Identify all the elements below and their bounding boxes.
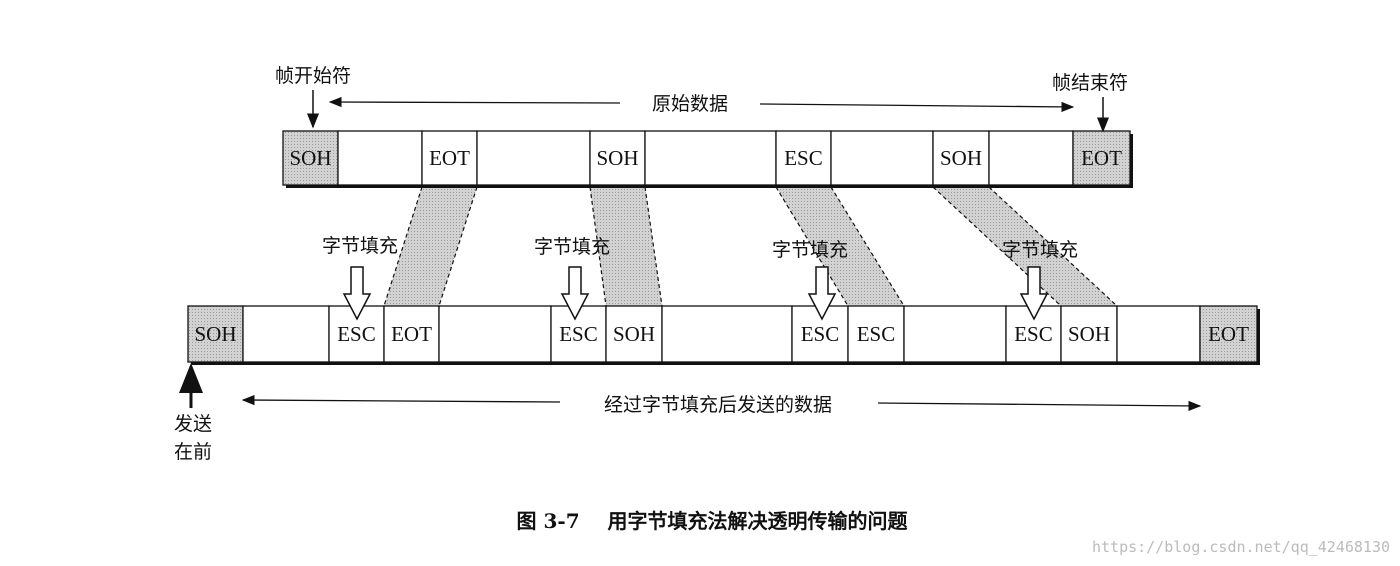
stuffed-data-arrow-left <box>241 394 561 406</box>
byte-stuffing-label: 字节填充 <box>534 236 610 258</box>
stuffed-cell-label: SOH <box>1068 322 1110 346</box>
send-first-label-1: 发送 <box>174 413 212 435</box>
original-cell <box>282 130 339 186</box>
original-data-arrow-left <box>328 96 621 108</box>
stuffed-cell <box>661 305 793 363</box>
frame-end-label: 帧结束符 <box>1052 72 1128 94</box>
original-data-arrow-right <box>759 101 1075 113</box>
stuffed-cell-label: ESC <box>857 322 896 346</box>
figure-caption: 图 3-7 用字节填充法解决透明传输的问题 <box>517 509 909 533</box>
stuffed-cell-label: ESC <box>1014 322 1053 346</box>
stuffed-cell-label: SOH <box>613 322 655 346</box>
original-cell <box>830 130 934 186</box>
stuffed-cell <box>847 305 905 363</box>
original-cell-label: SOH <box>289 146 331 170</box>
stuffed-cell <box>1116 305 1201 363</box>
stuffed-data-arrow-right <box>877 400 1202 412</box>
hollow-down-arrow-icon <box>807 266 837 321</box>
hollow-down-arrow-icon <box>342 266 372 321</box>
original-data-label: 原始数据 <box>652 93 728 115</box>
original-cell <box>988 130 1074 186</box>
frame-start-label: 帧开始符 <box>275 65 351 87</box>
hollow-down-arrow-icon <box>1019 266 1049 321</box>
stuffing-band <box>933 187 1117 306</box>
stuffed-cell <box>1060 305 1118 363</box>
stuffing-labels: 字节填充 字节填充 字节填充 字节填充 <box>322 235 1078 321</box>
stuffed-cell <box>242 305 330 363</box>
stuffing-band <box>590 187 662 306</box>
stuffing-band <box>776 187 904 306</box>
stuffed-cell-label: ESC <box>801 322 840 346</box>
original-cell-label: EOT <box>429 146 470 170</box>
original-frame: SOH EOT SOH ESC SOH EOT <box>282 130 1133 188</box>
original-cell <box>644 130 777 186</box>
stuffed-cell <box>605 305 663 363</box>
stuffed-cell <box>383 305 440 363</box>
original-cell <box>775 130 832 186</box>
stuffed-cell-label: ESC <box>337 322 376 346</box>
stuffed-frame: SOH ESC EOT ESC SOH ESC ESC ESC SOH EOT <box>187 305 1260 365</box>
original-cell <box>476 130 591 186</box>
send-first-label-2: 在前 <box>174 441 212 463</box>
stuffing-bands <box>383 186 1118 307</box>
original-cell-label: SOH <box>940 146 982 170</box>
byte-stuffing-label: 字节填充 <box>1002 239 1078 261</box>
original-cell <box>932 130 990 186</box>
stuffed-cell-label: SOH <box>194 322 236 346</box>
watermark: https://blog.csdn.net/qq_42468130 <box>1092 538 1390 556</box>
stuffed-cell <box>187 305 244 363</box>
original-cell <box>421 130 478 186</box>
stuffed-cell-label: EOT <box>1208 322 1249 346</box>
byte-stuffing-label: 字节填充 <box>322 235 398 257</box>
stuffed-cell <box>438 305 552 363</box>
original-cell-label: ESC <box>784 146 823 170</box>
byte-stuffing-label: 字节填充 <box>772 239 848 261</box>
stuffed-cell <box>903 305 1007 363</box>
hollow-down-arrow-icon <box>560 266 590 321</box>
stuffed-cell <box>1199 305 1258 363</box>
stuffing-band <box>384 187 477 306</box>
original-cell <box>1072 130 1131 186</box>
original-cell-label: EOT <box>1081 146 1122 170</box>
stuffed-cell-label: ESC <box>559 322 598 346</box>
original-cell-label: SOH <box>596 146 638 170</box>
stuffed-data-label: 经过字节填充后发送的数据 <box>604 394 832 416</box>
original-cell <box>337 130 423 186</box>
stuffed-cell-label: EOT <box>391 322 432 346</box>
